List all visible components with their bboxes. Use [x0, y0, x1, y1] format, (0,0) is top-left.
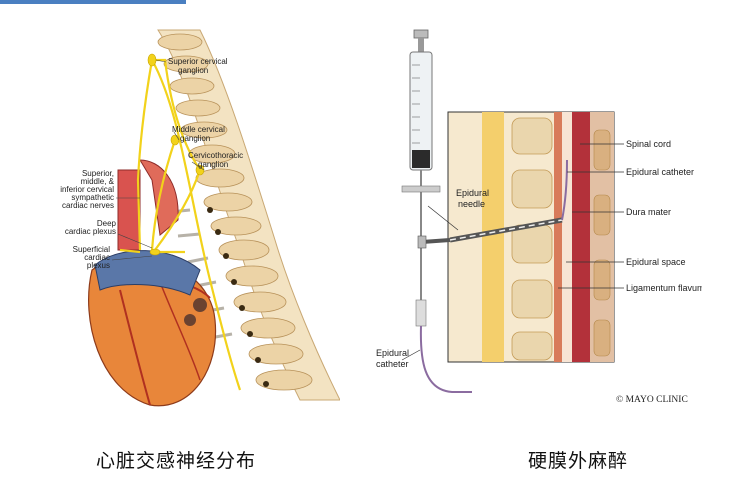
label-ligamentum-flavum: Ligamentum flavum: [626, 283, 702, 293]
right-leader-lines: [401, 143, 624, 361]
caption-cardiac-sympathetic: 心脏交感神经分布: [96, 450, 257, 472]
syringe: [401, 29, 472, 393]
label-epidural-space: Epidural space: [626, 257, 686, 267]
mayo-clinic-credit: © MAYO CLINIC: [616, 394, 688, 405]
heart: [88, 159, 217, 407]
epidural-illustration: Spinal cord Epidural catheter Dura mater…: [362, 20, 705, 410]
sympathetic-nerves: [119, 58, 242, 391]
anatomy-box: [417, 111, 615, 363]
accent-bar: [0, 0, 186, 4]
caption-epidural-anesthesia: 硬膜外麻醉: [528, 450, 629, 472]
leader-lines: [111, 59, 205, 261]
label-dura-mater: Dura mater: [626, 207, 671, 217]
spine: [157, 29, 341, 401]
label-epidural-catheter: Epidural catheter: [626, 167, 694, 177]
epidural-illustration-svg: Spinal cord Epidural catheter Dura mater…: [376, 29, 705, 405]
right-labels: Spinal cord Epidural catheter Dura mater…: [376, 139, 705, 405]
label-spinal-cord: Spinal cord: [626, 139, 671, 149]
